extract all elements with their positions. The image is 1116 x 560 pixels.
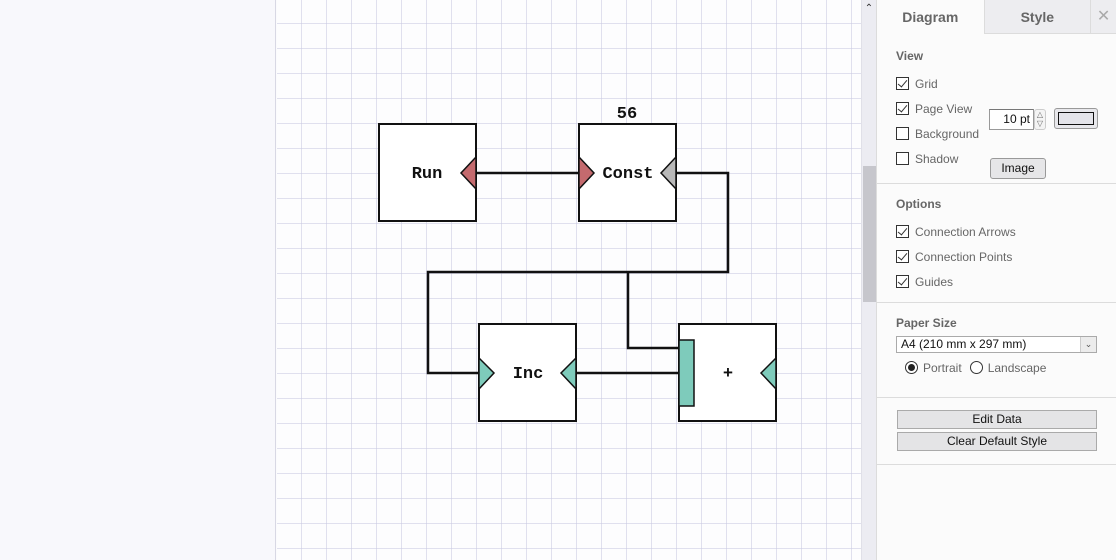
scroll-up-arrow-icon[interactable]: ⌃ bbox=[864, 3, 874, 14]
wire-branch-plus[interactable] bbox=[626, 272, 679, 350]
close-icon[interactable]: ✕ bbox=[1090, 0, 1116, 34]
grid-row: Grid bbox=[896, 71, 1116, 96]
const-output-port[interactable] bbox=[659, 155, 677, 191]
portrait-label: Portrait bbox=[923, 360, 962, 375]
scrollbar-thumb[interactable] bbox=[863, 166, 876, 302]
background-checkbox[interactable] bbox=[896, 127, 909, 140]
orientation-row: Portrait Landscape bbox=[896, 355, 1116, 380]
run-output-port[interactable] bbox=[459, 155, 477, 191]
options-section-title: Options bbox=[896, 197, 942, 211]
diagram-svg: Run 56 Const Inc + bbox=[378, 105, 777, 422]
chevron-down-icon[interactable]: ⌄ bbox=[1080, 337, 1096, 352]
options-section: Options Connection Arrows Connection Poi… bbox=[877, 184, 1116, 303]
grid-label: Grid bbox=[915, 76, 938, 91]
tab-diagram[interactable]: Diagram bbox=[877, 0, 984, 34]
left-sidebar-area bbox=[0, 0, 276, 560]
edit-data-button[interactable]: Edit Data bbox=[897, 410, 1097, 429]
block-const-label: Const bbox=[602, 165, 653, 184]
background-image-button[interactable]: Image bbox=[990, 158, 1046, 179]
page-view-row: Page View bbox=[896, 96, 1116, 121]
tab-style[interactable]: Style bbox=[983, 0, 1091, 34]
guides-row: Guides bbox=[896, 269, 1116, 294]
block-inc[interactable]: Inc bbox=[478, 323, 577, 422]
shadow-checkbox[interactable] bbox=[896, 152, 909, 165]
inc-output-port[interactable] bbox=[559, 356, 577, 391]
wire-const-inc[interactable] bbox=[426, 171, 730, 375]
block-run[interactable]: Run bbox=[378, 123, 477, 222]
clear-default-style-button[interactable]: Clear Default Style bbox=[897, 432, 1097, 451]
connection-arrows-label: Connection Arrows bbox=[915, 224, 1016, 239]
page-view-checkbox[interactable] bbox=[896, 102, 909, 115]
portrait-radio[interactable] bbox=[905, 361, 918, 374]
view-section: View Grid 10 pt △▽ Page View Background … bbox=[877, 34, 1116, 184]
const-value-label: 56 bbox=[617, 105, 637, 124]
grid-size-spinner[interactable]: △▽ bbox=[1034, 109, 1046, 130]
page-view-label: Page View bbox=[915, 101, 973, 116]
block-plus[interactable]: + bbox=[678, 323, 777, 422]
canvas-vertical-scrollbar[interactable]: ⌃ bbox=[861, 0, 876, 560]
inc-input-port[interactable] bbox=[478, 356, 496, 391]
background-label: Background bbox=[915, 126, 980, 141]
connection-points-checkbox[interactable] bbox=[896, 250, 909, 263]
landscape-label: Landscape bbox=[987, 360, 1047, 375]
shadow-row: Shadow bbox=[896, 146, 1116, 171]
const-input-port[interactable] bbox=[578, 155, 596, 191]
block-inc-label: Inc bbox=[513, 365, 544, 384]
background-row: Background bbox=[896, 121, 1116, 146]
landscape-radio[interactable] bbox=[969, 361, 983, 374]
grid-color-button[interactable] bbox=[1054, 108, 1098, 129]
plus-output-port[interactable] bbox=[759, 356, 777, 391]
diagram-canvas[interactable]: Run 56 Const Inc + bbox=[277, 0, 861, 560]
connection-points-label: Connection Points bbox=[915, 249, 1013, 264]
guides-label: Guides bbox=[915, 274, 954, 289]
block-run-label: Run bbox=[412, 165, 443, 184]
connection-points-row: Connection Points bbox=[896, 244, 1116, 269]
guides-checkbox[interactable] bbox=[896, 275, 909, 288]
paper-size-select[interactable]: A4 (210 mm x 297 mm) ⌄ bbox=[896, 336, 1097, 353]
connection-arrows-checkbox[interactable] bbox=[896, 225, 909, 238]
grid-color-swatch bbox=[1058, 112, 1094, 125]
block-plus-label: + bbox=[723, 365, 733, 384]
paper-size-selected: A4 (210 mm x 297 mm) bbox=[901, 337, 1027, 351]
actions-section: Edit Data Clear Default Style bbox=[877, 398, 1116, 465]
plus-input-bar-port[interactable] bbox=[678, 339, 695, 407]
shadow-label: Shadow bbox=[915, 151, 959, 166]
panel-tabs: Diagram Style ✕ bbox=[877, 0, 1116, 34]
view-section-title: View bbox=[896, 49, 924, 63]
block-const[interactable]: 56 Const bbox=[578, 105, 677, 222]
format-panel: Diagram Style ✕ View Grid 10 pt △▽ Page … bbox=[876, 0, 1116, 560]
grid-size-input[interactable]: 10 pt bbox=[989, 109, 1034, 130]
grid-checkbox[interactable] bbox=[896, 77, 909, 90]
paper-size-section: Paper Size A4 (210 mm x 297 mm) ⌄ Portra… bbox=[877, 303, 1116, 398]
paper-size-title: Paper Size bbox=[896, 316, 957, 330]
connection-arrows-row: Connection Arrows bbox=[896, 219, 1116, 244]
